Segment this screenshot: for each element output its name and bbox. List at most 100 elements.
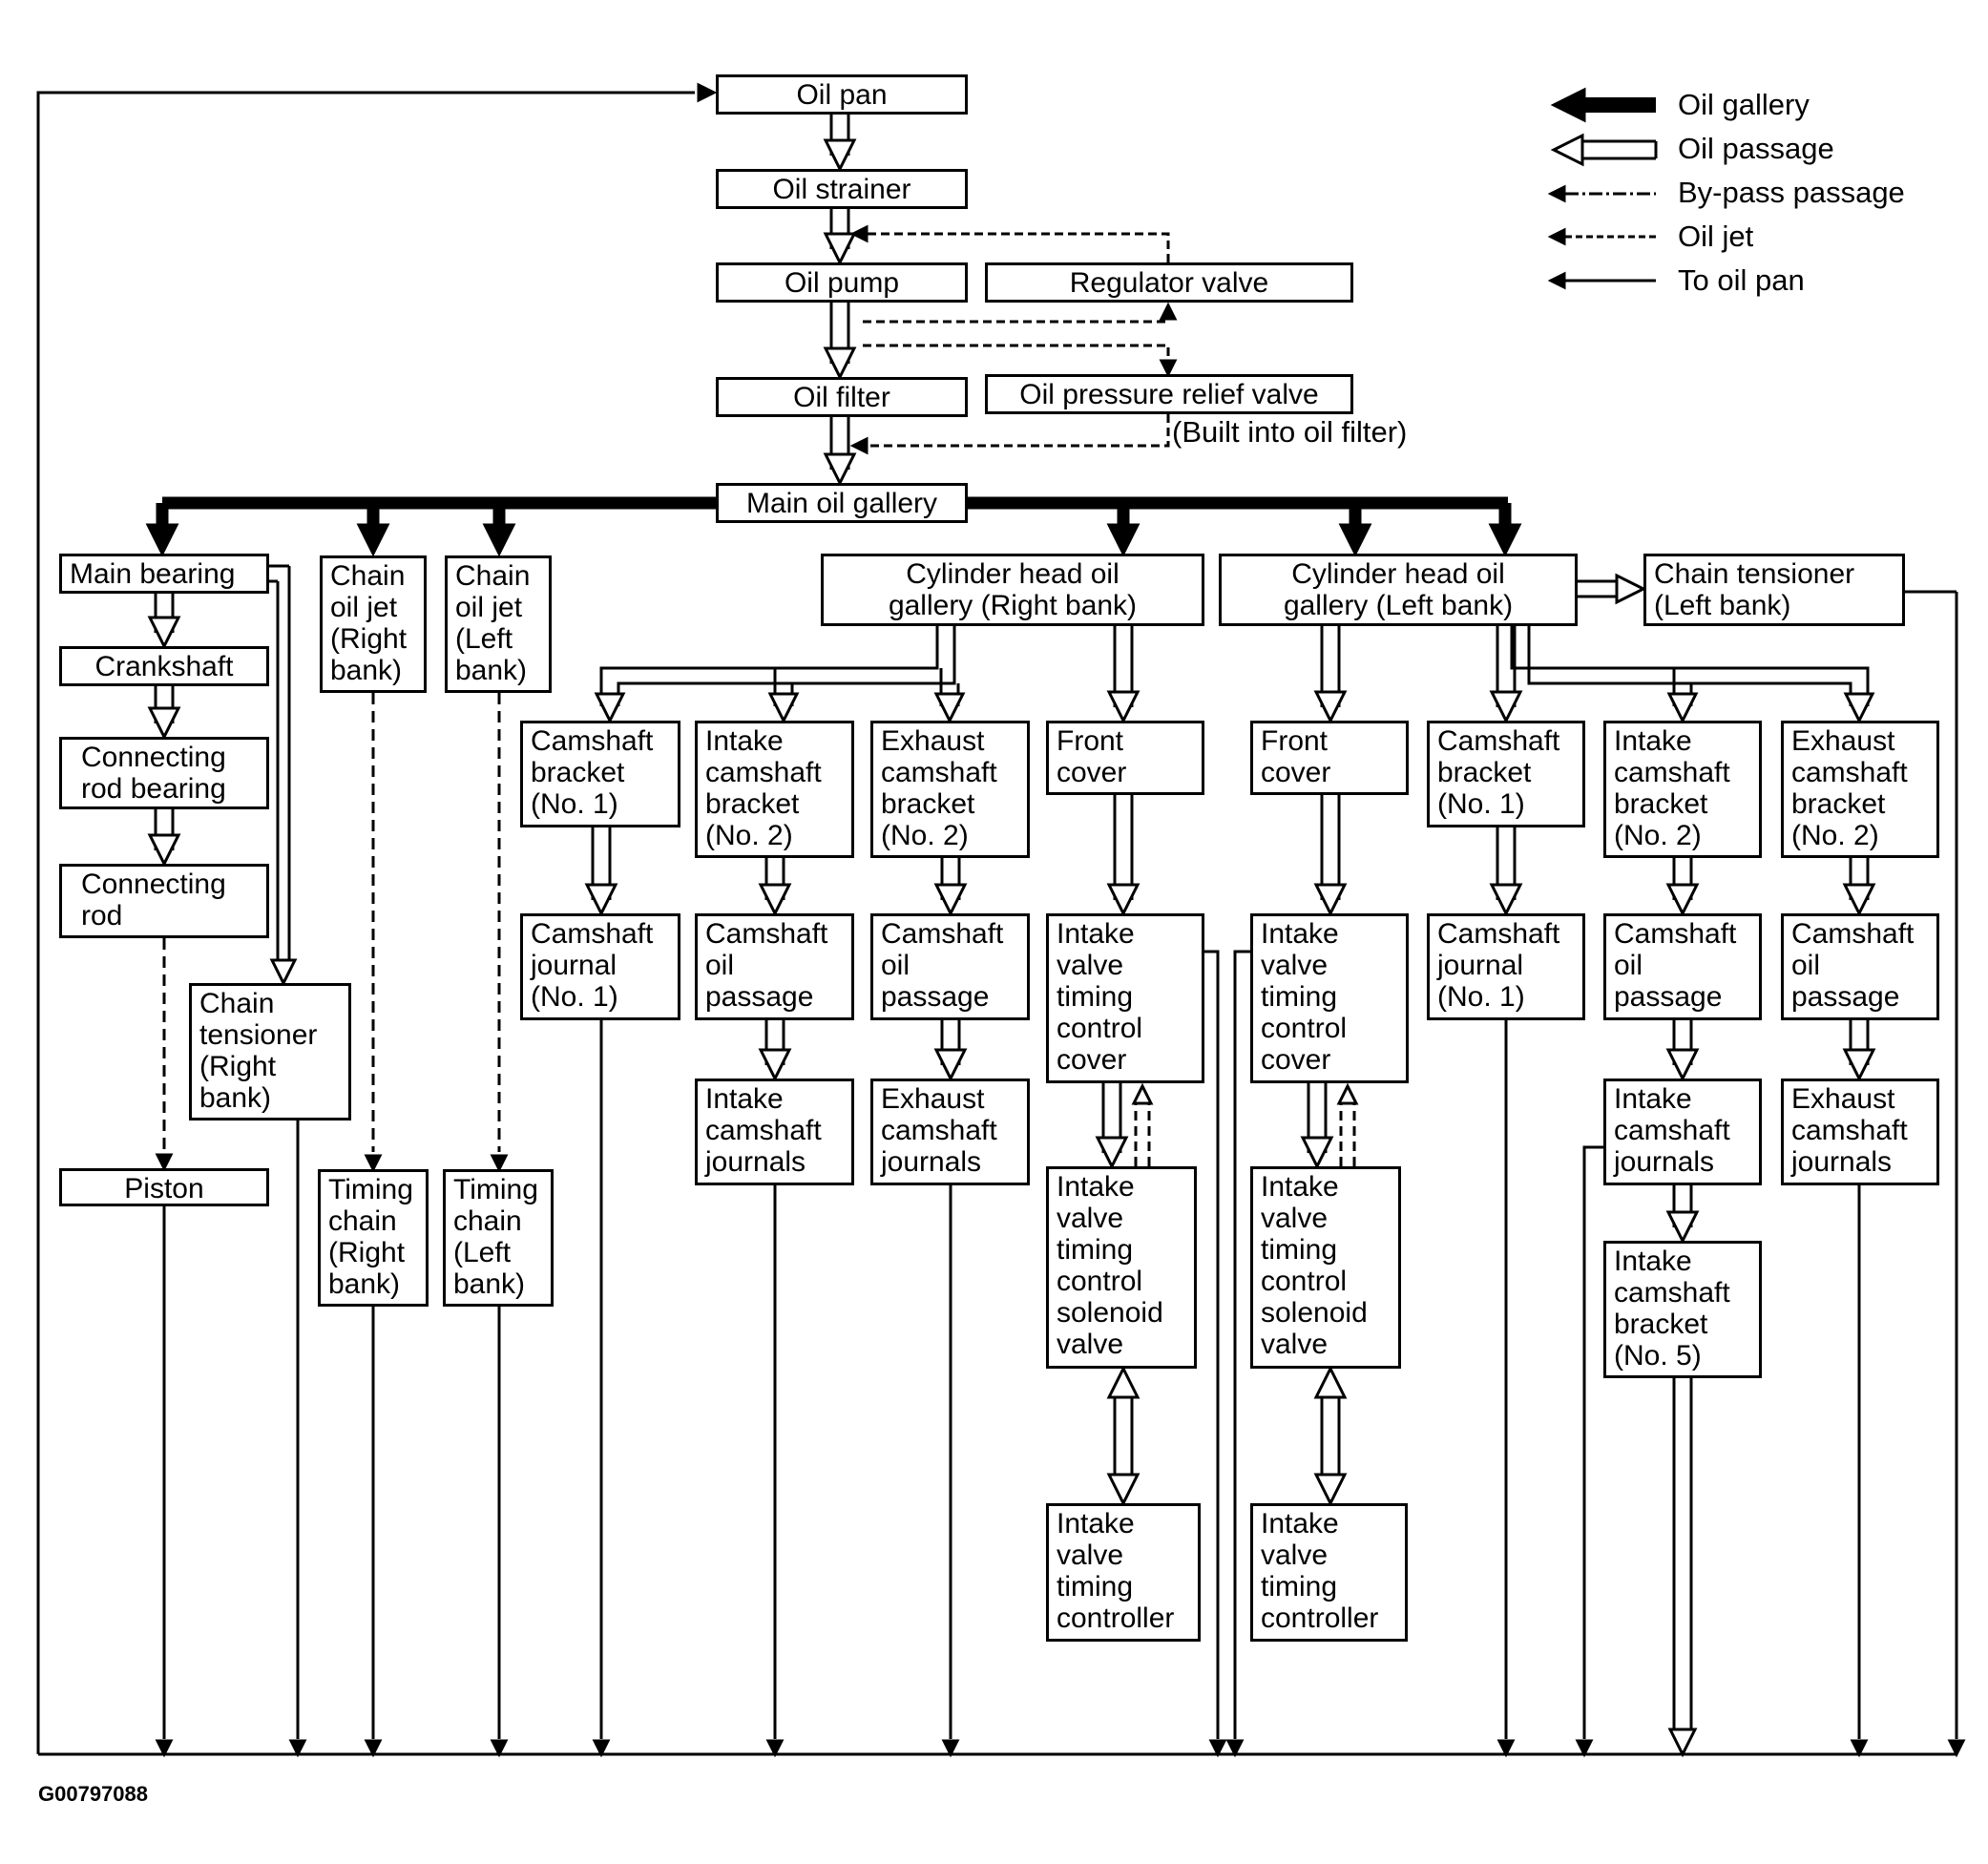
bracket5-return-arrow	[1667, 1728, 1698, 1758]
intake-valve-timing-controller-left-box: Intake valve timing controller	[1250, 1503, 1408, 1642]
legend-symbol-bypass-head	[1547, 184, 1566, 203]
piston-jet-arrow	[155, 1153, 174, 1172]
camshaft-bracket-no1-right-box: Camshaft bracket (No. 1)	[520, 721, 680, 827]
intake-valve-timing-controller-right-box: Intake valve timing controller	[1046, 1503, 1201, 1642]
legend-label-bypass-passage: By-pass passage	[1678, 176, 1905, 209]
gallery-drop-1	[356, 523, 390, 557]
cylinder-head-gallery-left-box: Cylinder head oil gallery (Left bank)	[1219, 554, 1578, 626]
legend-symbol-oil-jet-head	[1547, 227, 1566, 246]
ivt-cover-to-solenoid-rh	[1095, 1136, 1129, 1170]
pump-to-relief-bypass	[863, 344, 1170, 359]
main-bearing-box: Main bearing	[59, 554, 269, 594]
return-line-to-oil-pan	[36, 91, 695, 1754]
cam-bracket-to-journal-rh	[584, 883, 618, 917]
cylinder-head-gallery-right-box: Cylinder head oil gallery (Right bank)	[821, 554, 1204, 626]
front-cover-left-box: Front cover	[1250, 721, 1409, 795]
lh-to-chain-tensioner	[1615, 573, 1647, 605]
timing-chain-right-arrow	[364, 1154, 383, 1173]
camshaft-oil-passage-intake-right-box: Camshaft oil passage	[695, 913, 854, 1020]
exhaust-journals-rh-return	[941, 1739, 960, 1758]
solenoid-controller-rh	[1106, 1473, 1140, 1507]
passage-to-exhaust-journals-rh	[933, 1048, 968, 1082]
intake-camshaft-bracket-no5-left-box: Intake camshaft bracket (No. 5)	[1603, 1241, 1762, 1378]
cam-journal-lh-return	[1496, 1739, 1516, 1758]
solenoid-to-cover-rh-arrow	[1131, 1082, 1154, 1105]
oil-pan-box: Oil pan	[716, 74, 968, 115]
camshaft-journal-no1-right-box: Camshaft journal (No. 1)	[520, 913, 680, 1020]
intake-camshaft-journals-left-box: Intake camshaft journals	[1603, 1079, 1762, 1185]
intake-bracket-to-passage-lh	[1665, 883, 1700, 917]
intake-camshaft-bracket-no2-left-box: Intake camshaft bracket (No. 2)	[1603, 721, 1762, 858]
camshaft-oil-passage-exhaust-right-box: Camshaft oil passage	[870, 913, 1030, 1020]
regulator-valve-box: Regulator valve	[985, 262, 1353, 303]
intake-valve-timing-solenoid-right-box: Intake valve timing control solenoid val…	[1046, 1166, 1197, 1369]
chain-oil-jet-left-box: Chain oil jet (Left bank)	[445, 555, 552, 693]
chain-tensioner-right-box: Chain tensioner (Right bank)	[189, 983, 351, 1120]
filter-to-gallery	[823, 452, 857, 487]
lh-to-exhaust-bracket-arrow	[1843, 692, 1875, 724]
solenoid-controller-lh	[1313, 1365, 1348, 1399]
figure-code: G00797088	[38, 1782, 148, 1806]
relief-return-arrow	[849, 436, 868, 455]
rh-to-cam-bracket	[594, 692, 626, 724]
pump-to-regulator-bypass	[863, 313, 1170, 324]
conrod-bearing-to-conrod	[147, 833, 181, 868]
ivt-cover-lh-return	[1233, 950, 1250, 1739]
legend-label-oil-jet: Oil jet	[1678, 220, 1754, 253]
legend-symbol-to-oil-pan-head	[1547, 271, 1566, 290]
rh-to-front-cover	[1106, 690, 1140, 724]
legend-label-oil-passage: Oil passage	[1678, 132, 1834, 165]
regulator-return-arrow	[849, 224, 868, 243]
legend-symbol-oil-passage-head	[1550, 133, 1584, 167]
intake-journals-rh-return	[765, 1739, 785, 1758]
passage-to-intake-journals-rh	[758, 1048, 792, 1082]
return-arrow-oil-pan	[697, 82, 718, 103]
built-into-oil-filter-note: (Built into oil filter)	[1172, 415, 1408, 449]
intake-journals-lh-return-arrow	[1575, 1739, 1594, 1758]
strainer-to-pump	[823, 232, 857, 266]
oil-pressure-relief-valve-box: Oil pressure relief valve	[985, 374, 1353, 414]
gallery-drop-5	[1488, 523, 1522, 557]
lh-to-intake-bracket-arrow	[1666, 692, 1699, 724]
intake-bracket-to-passage-rh	[758, 883, 792, 917]
rh-distrib-outer	[599, 626, 939, 706]
exhaust-camshaft-bracket-no2-left-box: Exhaust camshaft bracket (No. 2)	[1781, 721, 1939, 858]
oil-pump-box: Oil pump	[716, 262, 968, 303]
piston-box: Piston	[59, 1168, 269, 1206]
camshaft-bracket-no1-left-box: Camshaft bracket (No. 1)	[1427, 721, 1585, 827]
solenoid-controller-lh	[1313, 1473, 1348, 1507]
pan-to-strainer	[823, 138, 857, 173]
timing-chain-right-box: Timing chain (Right bank)	[318, 1169, 429, 1307]
gallery-drop-2	[482, 523, 516, 557]
camshaft-oil-passage-intake-left-box: Camshaft oil passage	[1603, 913, 1762, 1020]
intake-journals-lh-return	[1582, 1145, 1603, 1739]
solenoid-to-cover-lh-arrow	[1336, 1082, 1359, 1105]
connecting-rod-bearing-box: Connecting rod bearing	[59, 737, 269, 809]
regulator-return-bypass	[863, 232, 1170, 262]
oil-filter-box: Oil filter	[716, 377, 968, 417]
timing-chain-left-arrow	[490, 1154, 509, 1173]
cam-bracket-to-journal-lh	[1489, 883, 1523, 917]
rh-to-exhaust-bracket-arrow	[933, 692, 966, 724]
ivt-cover-lh-return-arrow	[1225, 1739, 1245, 1758]
gallery-drop-0	[145, 523, 179, 557]
main-bearing-to-crankshaft	[147, 616, 181, 650]
exhaust-camshaft-journals-right-box: Exhaust camshaft journals	[870, 1079, 1030, 1185]
intake-valve-timing-control-cover-right-box: Intake valve timing control cover	[1046, 913, 1204, 1083]
intake-valve-timing-solenoid-left-box: Intake valve timing control solenoid val…	[1250, 1166, 1401, 1369]
ivt-cover-rh-return-arrow	[1208, 1739, 1227, 1758]
timing-chain-left-return	[490, 1739, 509, 1758]
bypass-down-arrow	[1159, 359, 1178, 378]
connecting-rod-box: Connecting rod	[59, 864, 269, 938]
journals-to-bracket5-lh	[1665, 1210, 1700, 1245]
exhaust-bracket-to-passage-lh	[1842, 883, 1876, 917]
lh-to-front-cover	[1313, 690, 1348, 724]
relief-return-bypass	[863, 414, 1170, 448]
camshaft-journal-no1-left-box: Camshaft journal (No. 1)	[1427, 913, 1585, 1020]
chain-tensioner-left-box: Chain tensioner (Left bank)	[1643, 554, 1905, 626]
legend-symbol-oil-gallery-head	[1550, 87, 1586, 123]
rh-to-intake-bracket-arrow	[767, 692, 800, 724]
oil-strainer-box: Oil strainer	[716, 169, 968, 209]
